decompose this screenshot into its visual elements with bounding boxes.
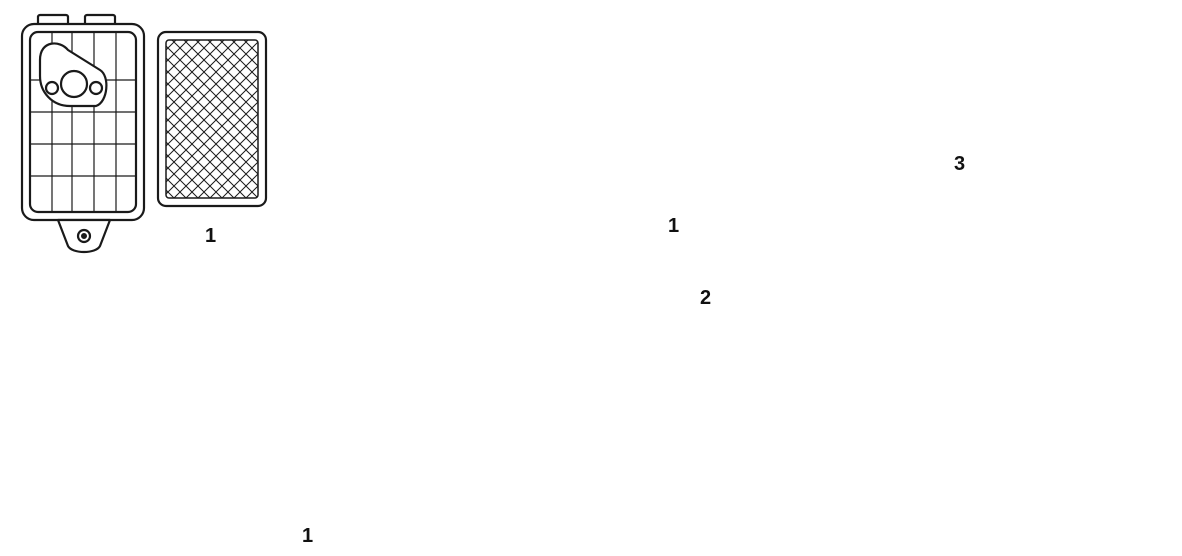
callout-exploded-3: 3 (954, 153, 966, 175)
callout-exploded-2: 2 (700, 287, 712, 309)
callout-bottom-left-1: 1 (302, 525, 314, 547)
housing-base-top-left (20, 13, 146, 254)
callout-top-left-1: 1 (205, 225, 217, 247)
callout-exploded-1: 1 (668, 215, 680, 237)
filter-element-top-left (156, 30, 268, 208)
